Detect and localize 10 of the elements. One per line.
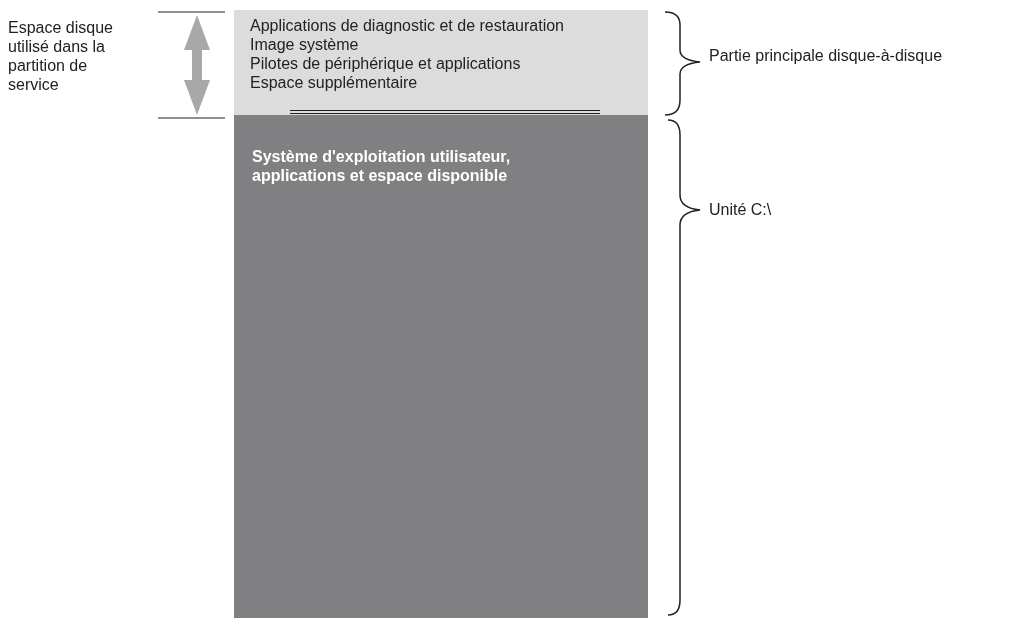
bracket-label: Partie principale disque-à-disque — [709, 46, 943, 65]
partition-label: Système d'exploitation utilisateur, applications et espace disponible — [252, 147, 512, 185]
partition-band — [234, 10, 648, 115]
bracket-label: Unité C:\ — [709, 200, 772, 219]
partition-label: Image système — [250, 35, 359, 54]
partition-label: Applications de diagnostic et de restauration — [250, 16, 564, 35]
partition-label: Pilotes de périphérique et applications — [250, 54, 521, 73]
partition-label: Espace supplémentaire — [250, 73, 418, 92]
side-note: Espace disque utilisé dans la partition de service — [8, 18, 114, 94]
partition-box — [234, 115, 648, 618]
